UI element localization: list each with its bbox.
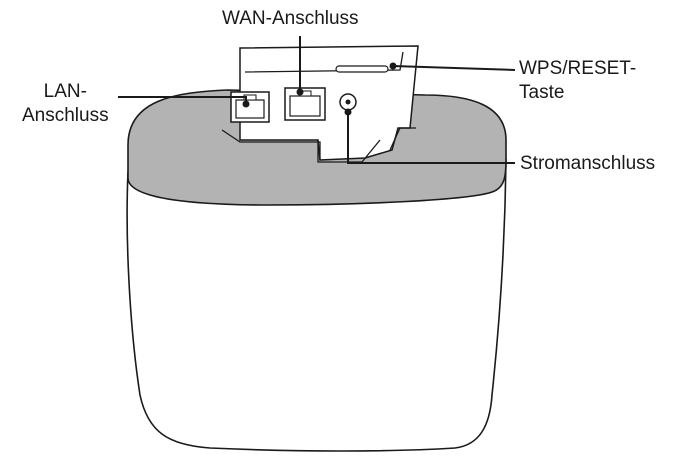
lan-port-inner (235, 99, 265, 119)
leader-wps-dot (389, 62, 397, 70)
power-jack-pin (345, 99, 351, 105)
label-wps-line1: WPS/RESET- (519, 58, 637, 79)
tray-front-wall (221, 127, 416, 160)
leader-wan-dot (296, 88, 304, 96)
label-wps-line2: Taste (519, 82, 565, 103)
label-wps-reset-button: WPS/RESET- Taste (519, 57, 636, 105)
label-wan-port: WAN-Anschluss (222, 8, 359, 29)
leader-power-dot (344, 108, 352, 116)
wps-reset-button (335, 65, 389, 73)
tray-notch (317, 139, 381, 163)
label-power-port: Stromanschluss (520, 153, 656, 174)
leader-wps (392, 65, 516, 71)
device-body (126, 159, 507, 452)
tray-back-wall (244, 51, 404, 73)
port-tray (239, 45, 419, 161)
leader-lan-dot (242, 100, 250, 108)
wan-port-inner (289, 95, 321, 117)
label-lan-line1: LAN- (43, 81, 87, 102)
leader-power (347, 112, 515, 164)
label-lan-port: LAN- Anschluss (22, 80, 109, 128)
label-lan-line2: Anschluss (22, 105, 109, 126)
